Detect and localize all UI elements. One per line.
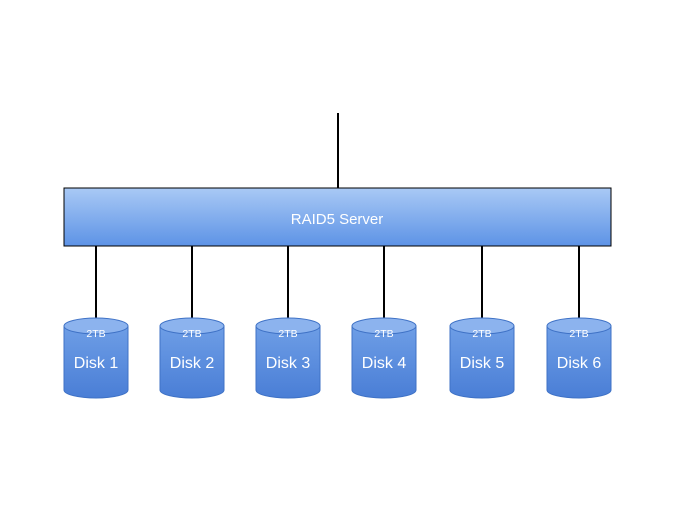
disk-array: 2TB Disk 1 2TB Disk 2 2TB Disk 3 2TB Disk 4 2TB D…: [63, 317, 612, 399]
disk-label: Disk 3: [266, 355, 311, 372]
disk-capacity: 2TB: [374, 328, 393, 340]
server-label: RAID5 Server: [291, 211, 384, 228]
disk-3: 2TB Disk 3: [255, 317, 321, 399]
disk-capacity: 2TB: [182, 328, 201, 340]
disk-body: [449, 325, 515, 399]
disk-5: 2TB Disk 5: [449, 317, 515, 399]
disk-top: [546, 317, 612, 335]
disk-label: Disk 5: [460, 355, 505, 372]
server-box: [63, 187, 612, 247]
disk-capacity: 2TB: [569, 328, 588, 340]
disk-body: [546, 325, 612, 399]
disk-2: 2TB Disk 2: [159, 317, 225, 399]
disk-body: [159, 325, 225, 399]
disk-label: Disk 6: [557, 355, 602, 372]
disk-label: Disk 4: [362, 355, 407, 372]
disk-label: Disk 1: [74, 355, 119, 372]
disk-top: [351, 317, 417, 335]
disk-top: [449, 317, 515, 335]
disk-6: 2TB Disk 6: [546, 317, 612, 399]
disk-1: 2TB Disk 1: [63, 317, 129, 399]
disk-4: 2TB Disk 4: [351, 317, 417, 399]
disk-body: [255, 325, 321, 399]
disk-capacity: 2TB: [472, 328, 491, 340]
disk-body: [351, 325, 417, 399]
disk-body: [63, 325, 129, 399]
disk-capacity: 2TB: [278, 328, 297, 340]
disk-connectors: [95, 246, 580, 319]
disk-top: [255, 317, 321, 335]
raid-server: RAID5 Server: [63, 187, 612, 247]
disk-label: Disk 2: [170, 355, 215, 372]
disk-top: [63, 317, 129, 335]
disk-capacity: 2TB: [86, 328, 105, 340]
disk-top: [159, 317, 225, 335]
